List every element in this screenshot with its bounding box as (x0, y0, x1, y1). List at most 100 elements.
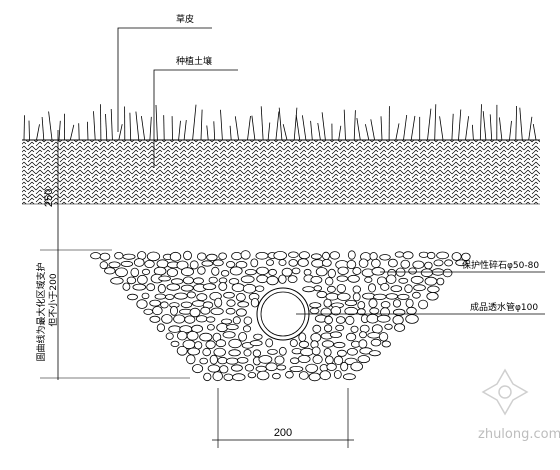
gravel-stone (323, 298, 332, 308)
gravel-stone (196, 293, 208, 302)
grass-blade (229, 125, 232, 141)
gravel-stone (220, 269, 230, 277)
bottom-width-dim: 200 (274, 427, 292, 439)
gravel-stone (312, 354, 323, 364)
gravel-stone (291, 267, 301, 275)
gravel-stone (297, 258, 309, 267)
gravel-stone (357, 301, 366, 310)
gravel-stone (379, 254, 391, 261)
gravel-stone (169, 305, 178, 316)
gravel-stone (316, 290, 328, 299)
gravel-stone (289, 339, 298, 348)
gravel-stone (268, 268, 277, 276)
gravel-stone (182, 276, 194, 285)
gravel-stone (424, 276, 438, 286)
gravel-stone (141, 292, 150, 300)
gravel-stone (288, 251, 299, 258)
gravel-stone (199, 332, 213, 342)
gravel-stone (461, 252, 471, 261)
gravel-stone (357, 355, 371, 364)
gravel-stone (336, 349, 347, 357)
grass-blade (178, 120, 181, 141)
gravel-stone (418, 299, 429, 310)
grass-blade (163, 115, 165, 141)
gravel-stone (156, 259, 169, 269)
gravel-stone (326, 285, 336, 293)
gravel-stone (336, 283, 347, 293)
gravel-stone (258, 355, 273, 364)
grass-blade (472, 124, 474, 141)
grass-blade (78, 123, 80, 141)
gravel-stone (308, 372, 321, 382)
grass-blade (267, 122, 271, 141)
gravel-stone (250, 258, 259, 268)
grass-blade (482, 111, 487, 141)
gravel-label: 保护性碎石φ50-80 (462, 259, 539, 271)
gravel-stone (157, 283, 166, 294)
grass-blade (118, 124, 123, 141)
gravel-stone (323, 347, 332, 357)
gravel-stone (137, 274, 148, 285)
gravel-stone (357, 308, 366, 316)
gravel-stone (206, 253, 218, 261)
gravel-stone (368, 350, 381, 357)
gravel-stone (212, 371, 223, 382)
grass-blade (343, 109, 346, 141)
gravel-stone (202, 347, 212, 357)
gravel-stone (136, 299, 148, 309)
gravel-stone (214, 297, 223, 308)
gravel-stone (433, 259, 444, 267)
gravel-stone (367, 332, 381, 339)
grass-blade (528, 116, 533, 141)
gravel-stone (310, 275, 323, 284)
gravel-stone (168, 325, 182, 333)
gravel-stone (99, 252, 111, 261)
grass-blade (110, 108, 113, 141)
gravel-stone (110, 277, 124, 285)
gravel-stone (418, 251, 429, 258)
grass-blade (247, 115, 251, 141)
gravel-stone (366, 313, 379, 324)
grass-blade (220, 109, 223, 141)
gravel-stone (173, 314, 186, 324)
grass-blade (23, 115, 25, 141)
grass-blade (282, 124, 288, 141)
grass-blade (353, 110, 356, 141)
gravel-stone (122, 282, 131, 291)
gravel-stone (311, 346, 321, 356)
gravel-stone (186, 291, 196, 299)
grass-blade (200, 109, 203, 141)
gravel-stone (276, 364, 287, 371)
gravel-stone (189, 260, 199, 270)
grass-blade (36, 124, 40, 141)
gravel-stone (144, 259, 155, 268)
gravel-stone (180, 284, 194, 292)
gravel-stone (232, 373, 246, 382)
gravel-stone (362, 292, 376, 300)
gravel-stone (255, 252, 269, 260)
gravel-stone (326, 362, 337, 371)
grass-blade (451, 113, 454, 141)
gravel-stone (219, 365, 229, 374)
gravel-stone (187, 347, 201, 356)
gravel-stone (412, 260, 425, 269)
gravel-stone (243, 316, 253, 325)
gravel-stone (424, 261, 433, 270)
gravel-stone (378, 332, 389, 342)
grass-blade (479, 104, 482, 141)
grass-blade (28, 120, 30, 141)
gravel-stone (272, 372, 281, 380)
grass-blade (149, 116, 152, 141)
grass-blades (23, 104, 537, 141)
gravel-stone (380, 282, 390, 291)
gravel-stone (404, 284, 413, 294)
gravel-stone (323, 324, 333, 333)
grass-blade (251, 115, 256, 141)
gravel-stone (133, 258, 145, 267)
grass-blade (509, 120, 512, 141)
planting-soil-layer (22, 140, 540, 204)
grass-blade (192, 104, 197, 141)
gravel-stone (212, 259, 224, 267)
gravel-stone (370, 338, 382, 347)
